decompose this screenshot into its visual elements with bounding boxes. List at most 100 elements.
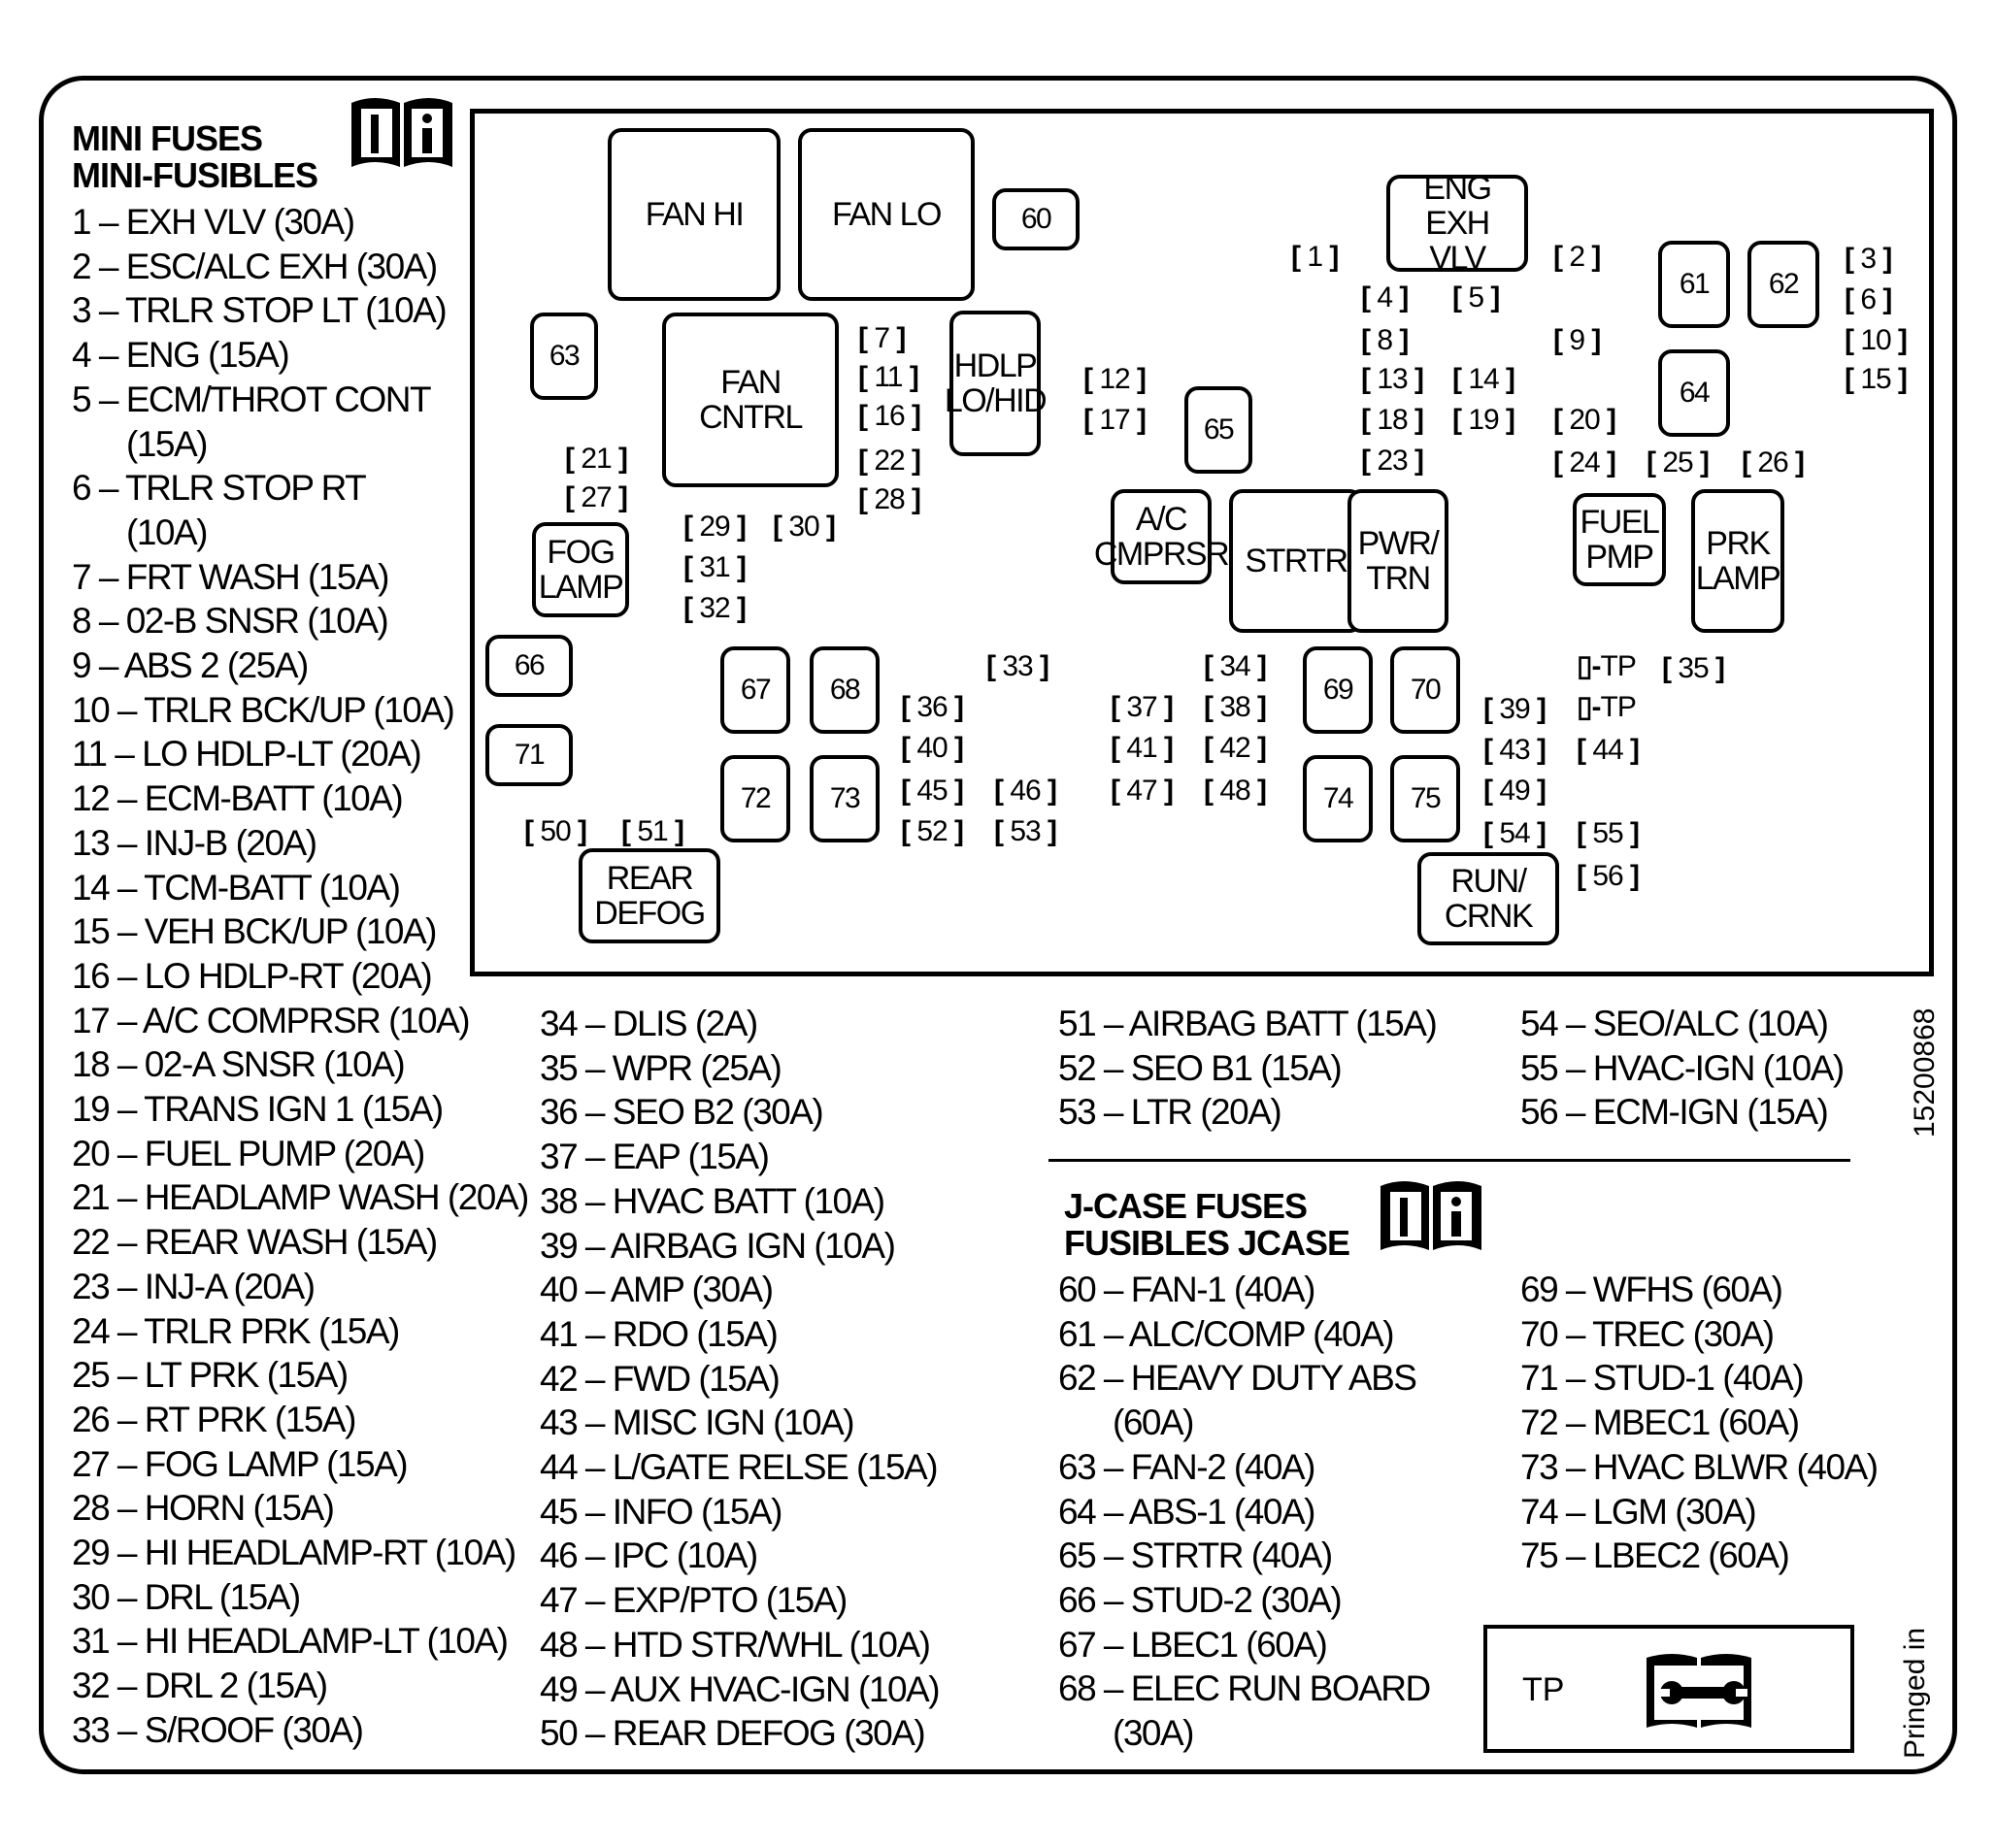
fuse-description: ABS-1 (40A)	[1095, 1492, 1315, 1532]
fuse-description: FUEL PUMP (20A)	[109, 1134, 425, 1173]
legend-line: 1EXH VLV (30A)	[72, 200, 355, 245]
fuse-number: 41	[540, 1313, 579, 1354]
jcase-fuse: 69	[1303, 646, 1373, 734]
section-divider	[1048, 1159, 1850, 1162]
relay-label: FAN HI	[645, 196, 745, 233]
fuse-number: 48	[540, 1624, 579, 1665]
mini-fuse-slot: 16	[858, 400, 920, 433]
fuse-number: 50	[540, 1713, 579, 1754]
fuse-description: (60A)	[1113, 1402, 1194, 1443]
fuse-description: EXP/PTO (15A)	[577, 1580, 848, 1620]
mini-fuse-slot: 31	[683, 551, 746, 584]
jcase-fuse-label: 60	[1020, 203, 1052, 235]
fuse-number: 43	[540, 1402, 579, 1443]
fuse-description: TCM-BATT (10A)	[109, 868, 401, 908]
legend-line: 20FUEL PUMP (20A)	[72, 1132, 425, 1176]
fuse-description: TRLR STOP LT (10A)	[90, 290, 448, 330]
fuse-number: 5	[72, 379, 92, 419]
jcase-fuse: 61	[1658, 241, 1730, 328]
legend-line: 15VEH BCK/UP (10A)	[72, 909, 437, 954]
mini-fuse-slot: 42	[1204, 732, 1266, 765]
legend-line: 12ECM-BATT (10A)	[72, 776, 404, 821]
legend-line: 69WFHS (60A)	[1520, 1268, 1783, 1312]
fuse-number: 21	[72, 1177, 111, 1218]
jcase-fuse-label: 67	[740, 674, 772, 706]
fuse-description: ABS 2 (25A)	[90, 645, 309, 685]
jcase-fuse-label: 75	[1410, 782, 1442, 814]
fuse-description: REAR WASH (15A)	[109, 1222, 438, 1262]
relay-label: RUN/ CRNK	[1444, 863, 1534, 935]
fuse-block-diagram	[470, 109, 1934, 976]
fuse-number: 25	[72, 1355, 111, 1396]
legend-line: 53LTR (20A)	[1058, 1090, 1282, 1135]
fuse-description: HTD STR/WHL (10A)	[577, 1625, 931, 1665]
fuse-description: LO HDLP-RT (20A)	[109, 956, 433, 996]
mini-fuses-header: MINI FUSES MINI-FUSIBLES	[72, 118, 318, 194]
fuse-description: HEAVY DUTY ABS	[1095, 1358, 1417, 1398]
jcase-fuse-label: 64	[1679, 377, 1711, 409]
mini-fuse-slot: 23	[1361, 445, 1423, 478]
mini-fuse-slot: 56	[1577, 860, 1639, 893]
relay: FOG LAMP	[532, 522, 629, 617]
mini-fuse-slot: 1	[1291, 241, 1338, 274]
legend-line: 34DLIS (2A)	[540, 1002, 758, 1046]
fuse-number: 32	[72, 1666, 111, 1706]
legend-line: 67LBEC1 (60A)	[1058, 1623, 1328, 1667]
fuse-number: 33	[72, 1709, 111, 1750]
mini-fuse-slot: 20	[1553, 404, 1615, 437]
mini-fuse-slot: 10	[1845, 324, 1907, 357]
mini-fuse-slot: 12	[1083, 363, 1146, 396]
fuse-number: 28	[72, 1488, 111, 1529]
fuse-description: A/C COMPRSR (10A)	[109, 1001, 470, 1040]
mini-fuse-slot: 52	[901, 815, 963, 848]
mini-fuse-slot: 22	[858, 445, 920, 478]
fuse-description: REAR DEFOG (30A)	[577, 1713, 926, 1753]
relay: PRK LAMP	[1691, 489, 1784, 633]
fuse-number: 2	[72, 246, 92, 286]
fuse-description: S/ROOF (30A)	[109, 1710, 364, 1750]
fuse-number: 67	[1058, 1624, 1097, 1665]
fuse-number: 29	[72, 1533, 111, 1572]
fuse-description: DRL 2 (15A)	[109, 1666, 328, 1705]
mini-fuse-slot: 9	[1553, 324, 1600, 357]
legend-line: 19TRANS IGN 1 (15A)	[72, 1087, 444, 1132]
mini-fuse-slot: 8	[1361, 324, 1408, 357]
mini-fuse-slot: 34	[1204, 650, 1266, 683]
fuse-number: 9	[72, 645, 92, 685]
relay: REAR DEFOG	[579, 848, 720, 943]
legend-line: 7FRT WASH (15A)	[72, 555, 389, 600]
legend-line: 60FAN-1 (40A)	[1058, 1268, 1315, 1312]
relay-label: FOG LAMP	[538, 534, 624, 606]
fuse-description: AMP (30A)	[577, 1270, 774, 1309]
legend-line: 2ESC/ALC EXH (30A)	[72, 245, 438, 289]
fuse-number: 19	[72, 1089, 111, 1129]
mini-fuse-slot: 19	[1452, 404, 1514, 437]
fuse-number: 1	[72, 202, 92, 242]
jcase-fuse: 72	[720, 755, 790, 842]
legend-line: 71STUD-1 (40A)	[1520, 1356, 1805, 1401]
jcase-fuse-label: 74	[1322, 782, 1354, 814]
fuse-number: 3	[72, 290, 92, 331]
fuse-description: INJ-B (20A)	[109, 823, 317, 863]
mini-fuses-title: MINI FUSES	[72, 118, 263, 158]
fuse-description: SEO B1 (15A)	[1095, 1048, 1343, 1088]
service-manual-icon	[1645, 1650, 1753, 1736]
legend-line: 68ELEC RUN BOARD	[1058, 1666, 1431, 1711]
relay: STRTR	[1229, 489, 1363, 633]
legend-line: 21HEADLAMP WASH (20A)	[72, 1175, 529, 1220]
mini-fuse-slot: 28	[858, 483, 920, 516]
relay: A/C CMPRSR	[1094, 489, 1230, 584]
fuse-number: 49	[540, 1668, 579, 1709]
fuse-number: 22	[72, 1222, 111, 1263]
jcase-fuse-label: 66	[514, 649, 546, 681]
fuse-description: L/GATE RELSE (15A)	[577, 1447, 938, 1487]
relay-label: HDLP LO/HID	[944, 347, 1048, 419]
legend-line: 47EXP/PTO (15A)	[540, 1578, 848, 1623]
fuse-description: HORN (15A)	[109, 1488, 335, 1528]
jcase-fuse: 60	[992, 188, 1080, 250]
fuse-number: 8	[72, 601, 92, 642]
legend-line: 10TRLR BCK/UP (10A)	[72, 688, 455, 733]
fuse-description: HEADLAMP WASH (20A)	[109, 1177, 529, 1217]
legend-line: 50REAR DEFOG (30A)	[540, 1711, 926, 1756]
mini-fuse-slot: 21	[565, 443, 627, 476]
